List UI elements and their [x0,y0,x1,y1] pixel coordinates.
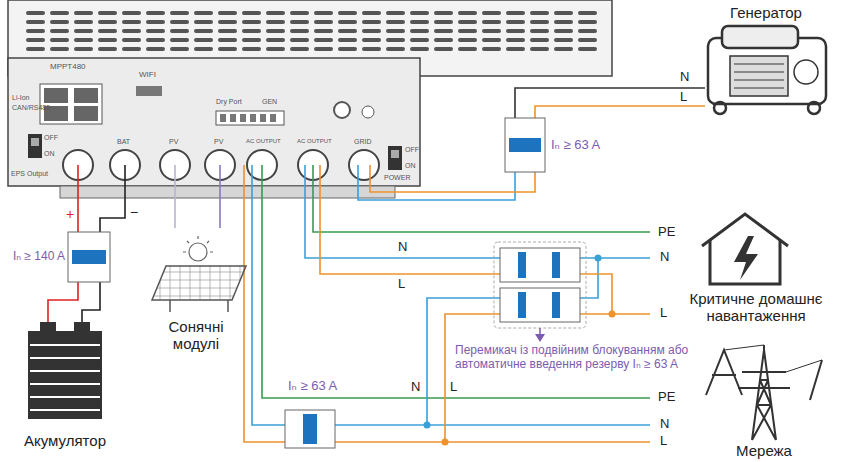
panel-label: AC OUTPUT [246,138,281,145]
panel-label: PV [169,138,178,146]
wire-label: L [398,277,405,292]
panel-label: CAN/RS485 [12,104,50,112]
house-icon [702,214,788,284]
rating-label: Iₙ ≥ 140 A [13,250,65,264]
polarity-label: − [130,204,138,220]
panel-label: OFF [44,134,58,142]
wire-label: N [411,380,420,395]
wire-label: L [680,90,687,105]
panel-label: AC OUTPUT [297,138,332,145]
device-label: Критичне домашнє навантаження [674,290,839,325]
panel-label: PV [214,138,223,146]
panel-label: POWER [384,174,410,182]
breakers [68,118,586,448]
battery [28,322,102,419]
panel-label: BAT [117,138,130,146]
generator [708,26,826,114]
panel-label: GEN [262,98,277,106]
panel-label: Li-Ion [12,94,30,102]
wire-label: PE [658,390,675,405]
rating-label: Iₙ ≥ 63 A [288,379,337,394]
wire-label: L [660,434,667,449]
panel-label: GRID [354,138,372,146]
device-label: Генератор [730,4,802,21]
wire-label: N [398,240,407,255]
panel-label: EPS Output [11,170,48,178]
device-label: Сонячні модулі [151,318,241,353]
wire-label: L [450,380,457,395]
panel-label: OFF [405,146,419,154]
solar-panel [152,236,246,312]
panel-label: Dry Port [216,98,242,106]
wire-label: L [660,306,667,321]
wire-label: PE [658,225,675,240]
polarity-label: + [66,206,74,222]
note-text: Перемикач із подвійним блокуванням або а… [455,344,703,372]
inverter [8,0,612,198]
wire-label: N [660,250,669,265]
panel-label: ON [405,162,416,170]
device-label: Мережа [736,442,792,459]
panel-label: ON [44,150,55,158]
panel-label: MPPT480 [50,62,86,71]
wire-label: N [680,70,689,85]
device-label: Акумулятор [24,432,106,449]
wires [48,88,705,442]
rating-label: Iₙ ≥ 63 A [551,138,600,153]
wire-label: N [660,417,669,432]
panel-label: WIFI [139,70,156,79]
pylon [706,345,822,440]
